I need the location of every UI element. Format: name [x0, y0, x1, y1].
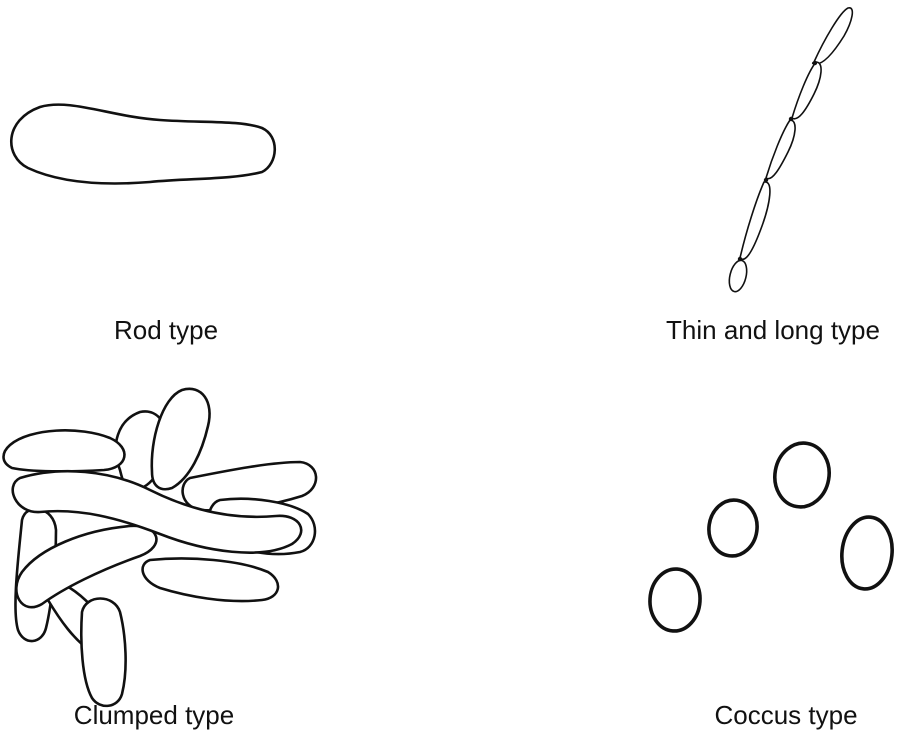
coccus-cell-right [838, 515, 895, 592]
clump-rod-top-left [4, 430, 125, 471]
thin-segment-2 [792, 62, 821, 119]
clumped-bacteria [4, 389, 317, 706]
rod-bacterium [11, 105, 274, 184]
thin-long-bacterium [726, 8, 852, 294]
rod-cell-outline [11, 105, 274, 184]
clump-rod-bottom-vertical [81, 599, 125, 706]
coccus-type-label: Coccus type [714, 700, 857, 730]
thin-segment-1 [813, 8, 853, 64]
coccus-cell-top [770, 439, 834, 511]
thin-long-type-label: Thin and long type [666, 315, 880, 345]
coccus-cell-middle [705, 497, 760, 559]
coccus-cell-bottom [648, 567, 702, 632]
thin-septum-1 [813, 61, 817, 65]
rod-type-label: Rod type [114, 315, 218, 345]
thin-septum-2 [789, 117, 793, 121]
thin-septum-3 [764, 178, 768, 182]
clump-rod-upright-right [152, 389, 210, 489]
thin-segment-5 [726, 259, 749, 294]
clumped-type-label: Clumped type [74, 700, 234, 730]
clump-rod-right-lower [143, 559, 278, 602]
thin-segment-4 [740, 182, 770, 259]
coccus-bacteria [648, 439, 896, 633]
thin-segment-3 [766, 120, 795, 179]
thin-septum-4 [738, 257, 742, 261]
